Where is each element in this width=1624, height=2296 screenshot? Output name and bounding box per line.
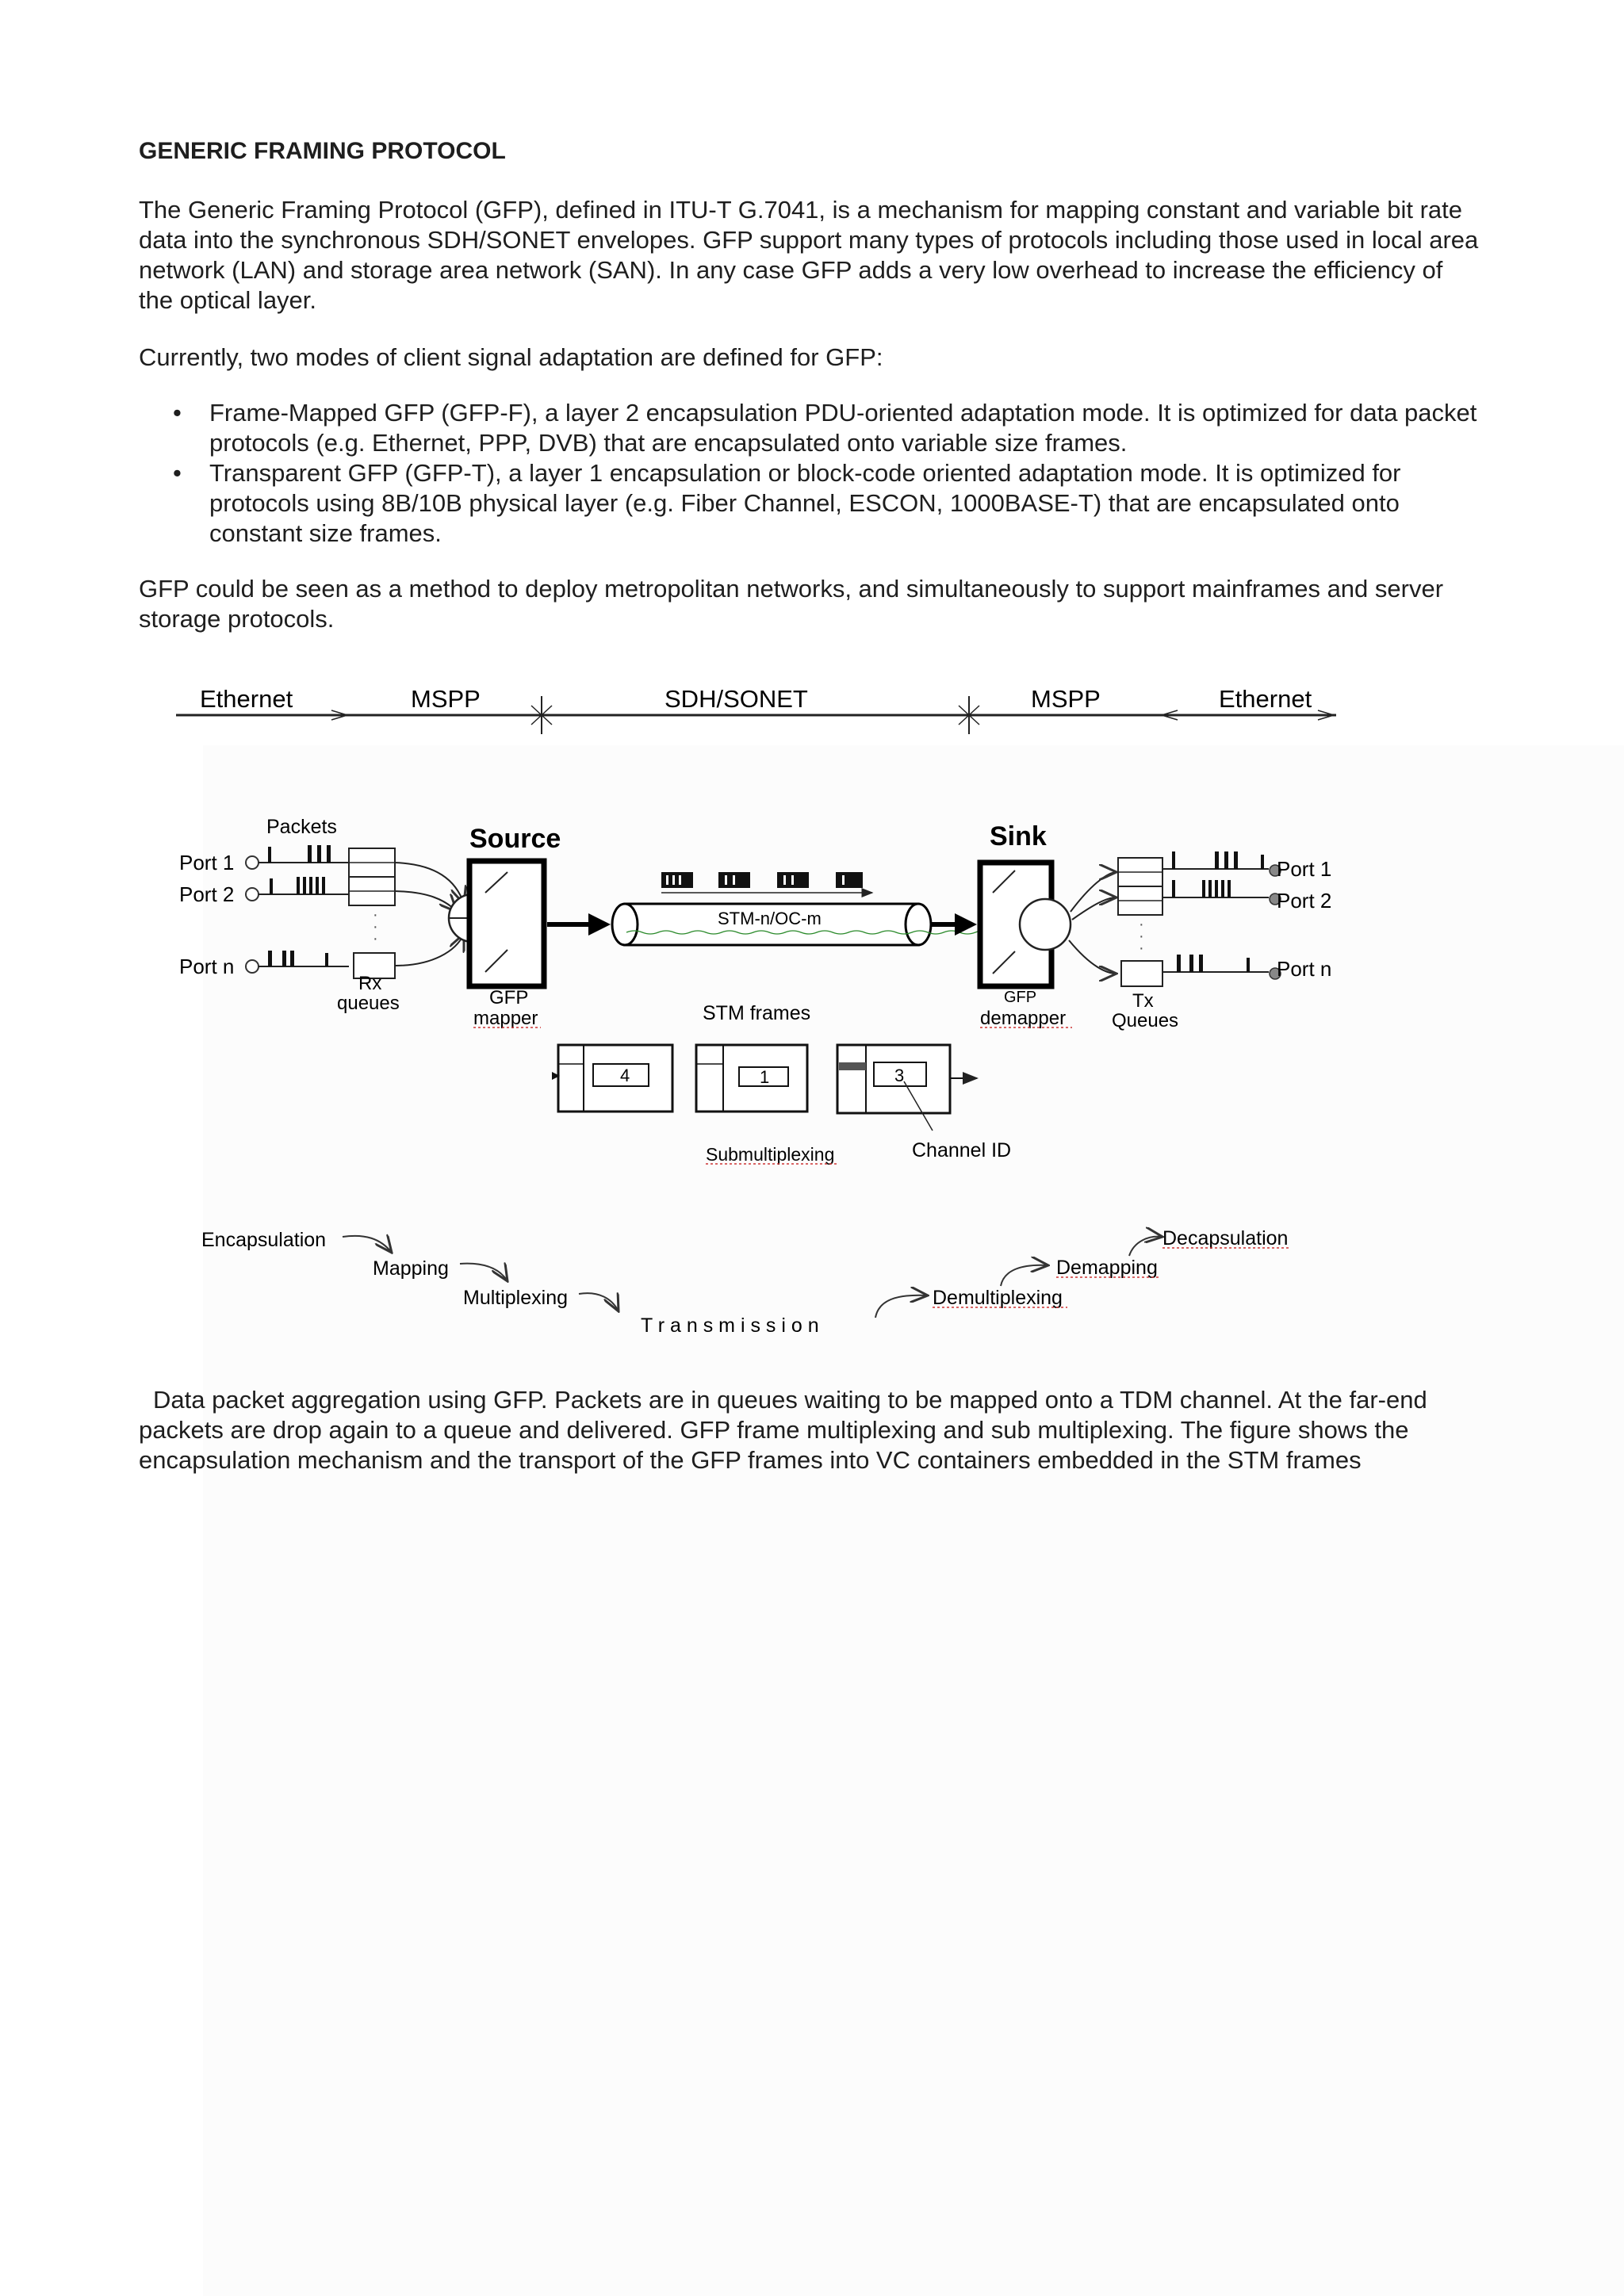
bullet-dot: • [173, 399, 182, 427]
step-label: T r a n s m i s s i o n [641, 1314, 819, 1337]
step-label: Decapsulation [1162, 1227, 1288, 1249]
input-ports: Packets Port 1 Port 2 Port n · · · Rx [179, 816, 498, 1014]
packets-label: Packets [266, 816, 337, 838]
port-label: Port 1 [179, 851, 234, 874]
source-label: Source [469, 824, 561, 854]
domain-label: MSPP [411, 685, 481, 713]
svg-text:·: · [373, 930, 378, 947]
stm-frames-label: STM frames [703, 1002, 810, 1024]
list-item-text: Transparent GFP (GFP-T), a layer 1 encap… [209, 459, 1401, 547]
gfp-mapper: Source GFP mapper [466, 824, 561, 1029]
gfp-mapper-top-label: GFP [489, 987, 528, 1008]
output-ports: · · · Port 1 Port 2 Port n Tx Queues [1068, 851, 1331, 1031]
list-item-text: Frame-Mapped GFP (GFP-F), a layer 2 enca… [209, 399, 1477, 457]
rx-label: Rx [358, 973, 381, 994]
step-label: Encapsulation [201, 1229, 326, 1251]
bullet-dot: • [173, 459, 182, 487]
domain-timeline: Ethernet MSPP SDH/SONET MSPP Ethernet [176, 685, 1336, 734]
tx-queues-label: Queues [1112, 1010, 1178, 1031]
gfp-demapper-top-label: GFP [1004, 989, 1036, 1006]
sink-label: Sink [990, 821, 1047, 851]
step-label: Demapping [1056, 1257, 1158, 1279]
port-label: Port n [1277, 957, 1331, 981]
document-heading: GENERIC FRAMING PROTOCOL [139, 138, 506, 164]
stm-frames: STM frames 4 1 3 Channel ID Submultiplex… [552, 1002, 1011, 1165]
submultiplexing-label: Submultiplexing [706, 1144, 834, 1165]
port-label: Port 2 [179, 882, 234, 906]
port-label: Port n [179, 955, 234, 978]
svg-text:·: · [1139, 916, 1144, 933]
page-shading [203, 745, 1624, 2296]
modes-intro-paragraph: Currently, two modes of client signal ad… [139, 343, 883, 371]
domain-label: MSPP [1031, 685, 1101, 713]
figure-caption: Data packet aggregation using GFP. Packe… [139, 1386, 1427, 1474]
svg-text:·: · [373, 918, 378, 936]
domain-label: Ethernet [200, 685, 293, 713]
process-steps: Encapsulation Mapping Multiplexing T r a… [201, 1227, 1291, 1337]
step-label: Mapping [373, 1257, 449, 1280]
svg-text:·: · [1139, 928, 1144, 945]
frame-id: 1 [760, 1067, 769, 1087]
frame-id: 4 [620, 1066, 630, 1085]
tx-label: Tx [1132, 990, 1154, 1012]
domain-label: SDH/SONET [665, 685, 808, 713]
port-label: Port 1 [1277, 857, 1331, 881]
svg-text:·: · [373, 906, 378, 924]
closing-paragraph: GFP could be seen as a method to deploy … [139, 575, 1444, 633]
list-item: • Frame-Mapped GFP (GFP-F), a layer 2 enc… [167, 398, 1483, 458]
intro-paragraph: The Generic Framing Protocol (GFP), defi… [139, 196, 1479, 314]
domain-label: Ethernet [1219, 685, 1312, 713]
rx-queues-label: queues [337, 993, 400, 1014]
pipe-label: STM-n/OC-m [718, 909, 822, 928]
step-label: Multiplexing [463, 1287, 568, 1309]
list-item: • Transparent GFP (GFP-T), a layer 1 enca… [167, 458, 1483, 549]
stm-pipe: STM-n/OC-m [547, 872, 992, 947]
modes-list: • Frame-Mapped GFP (GFP-F), a layer 2 enc… [167, 398, 1483, 549]
step-label: Demultiplexing [933, 1287, 1063, 1309]
gfp-mapper-bottom-label: mapper [473, 1008, 538, 1029]
gfp-demapper: Sink GFP demapper [977, 821, 1072, 1029]
gfp-demapper-bottom-label: demapper [980, 1008, 1066, 1029]
svg-text:·: · [1139, 939, 1144, 957]
gfp-diagram: Ethernet MSPP SDH/SONET MSPP Ethernet Pa… [176, 685, 1336, 1337]
frame-id: 3 [894, 1066, 904, 1085]
channel-id-label: Channel ID [912, 1139, 1011, 1161]
port-label: Port 2 [1277, 889, 1331, 913]
